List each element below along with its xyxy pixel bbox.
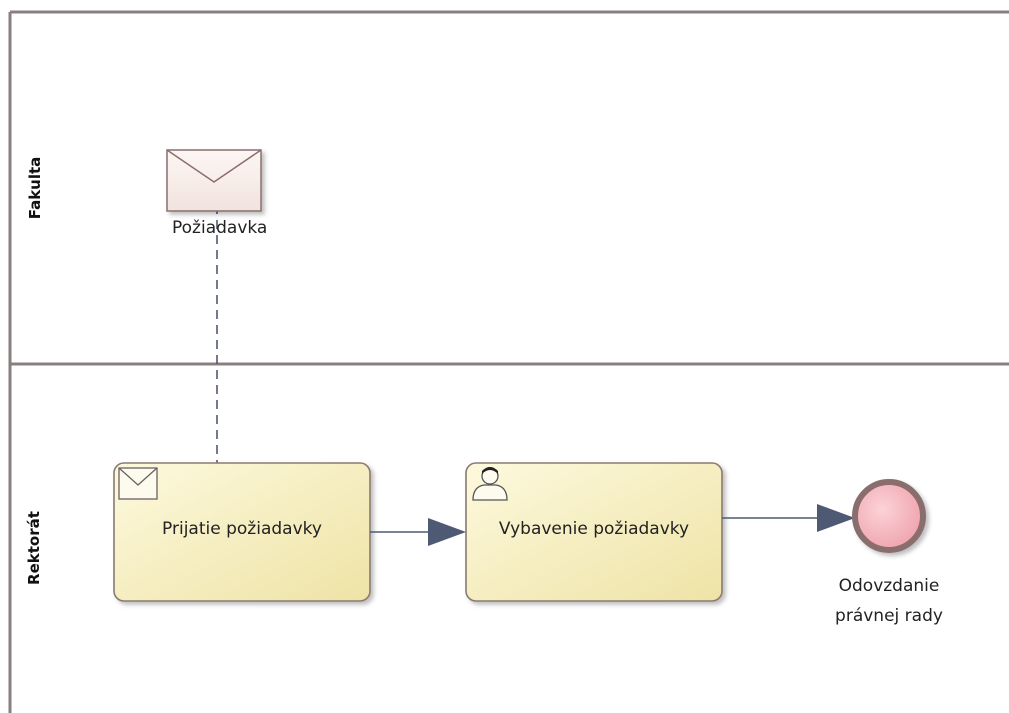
envelope-icon xyxy=(118,467,158,500)
end-event[interactable] xyxy=(852,479,926,553)
end-event-label-line2: právnej rady xyxy=(835,606,943,626)
lane-label-rektorat: Rektorát xyxy=(25,511,43,585)
task-vybavenie[interactable] xyxy=(465,462,723,602)
lane-label-fakulta: Fakulta xyxy=(26,156,44,220)
task-vybavenie-label: Vybavenie požiadavky xyxy=(498,519,690,539)
user-icon xyxy=(472,467,508,501)
message-label: Požiadavka xyxy=(172,218,268,238)
sequence-flow-1[interactable] xyxy=(370,518,466,546)
sequence-flow-2[interactable] xyxy=(722,504,855,532)
task-prijatie-label: Prijatie požiadavky xyxy=(162,519,322,539)
message-envelope[interactable] xyxy=(166,149,262,212)
end-event-label-line1: Odovzdanie xyxy=(838,576,940,596)
